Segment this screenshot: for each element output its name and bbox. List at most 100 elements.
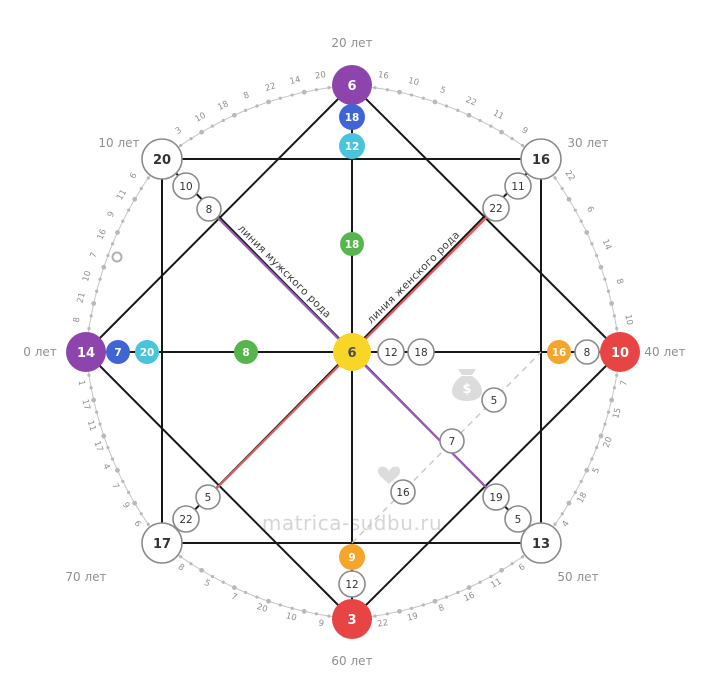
energy-circle: 8	[574, 339, 600, 365]
age-dot	[421, 603, 425, 607]
age-dot	[560, 186, 564, 191]
age-dot	[115, 467, 120, 473]
age-energy-number: 22	[377, 618, 389, 630]
age-energy-number: 11	[491, 108, 505, 122]
age-energy-number: 22	[264, 81, 277, 94]
age-energy-number: 5	[439, 85, 447, 96]
age-energy-number: 22	[562, 169, 576, 184]
energy-value: 12	[384, 347, 397, 359]
age-dot	[255, 104, 259, 108]
male-lineage-label: линия мужского рода	[235, 223, 333, 321]
age-dot	[95, 289, 99, 293]
age-dot	[110, 242, 115, 246]
age-energy-number: 11	[489, 577, 503, 591]
age-arc	[161, 84, 353, 160]
age-dot	[121, 219, 125, 223]
age-dot	[189, 136, 193, 141]
energy-value: 22	[179, 514, 192, 526]
age-dot	[573, 208, 577, 212]
age-dot	[489, 124, 493, 128]
age-ring-marker	[111, 251, 123, 263]
age-dot	[510, 136, 514, 141]
energy-circle: 9	[339, 544, 365, 570]
energy-value: 13	[532, 537, 550, 552]
age-energy-number: 18	[216, 99, 230, 113]
energy-circle: 12	[338, 570, 366, 598]
age-dot	[243, 108, 248, 113]
energy-value: 9	[348, 552, 355, 564]
age-arc	[85, 351, 163, 544]
age-energy-number: 7	[89, 251, 100, 259]
age-dot	[612, 386, 616, 390]
age-energy-number: 10	[285, 611, 298, 623]
energy-value: 16	[532, 153, 550, 168]
age-energy-number: 6	[132, 519, 143, 529]
energy-value: 16	[552, 347, 567, 359]
age-dot	[421, 96, 425, 100]
energy-circle: 18	[340, 232, 364, 256]
energy-value: 22	[489, 203, 502, 215]
age-dot	[110, 457, 115, 461]
age-energy-number: 8	[614, 277, 625, 285]
energy-value: 3	[347, 613, 356, 628]
energy-circle: 7	[106, 340, 130, 364]
energy-value: 8	[584, 347, 591, 359]
age-label: 40 лет	[644, 345, 685, 359]
age-dot	[612, 314, 616, 318]
age-dot	[553, 176, 557, 180]
energy-circle: 11	[504, 172, 532, 200]
age-energy-number: 10	[407, 76, 420, 88]
age-label: 0 лет	[23, 345, 57, 359]
energy-circle: 14	[66, 332, 106, 372]
energy-value: 12	[345, 579, 358, 591]
age-dot	[499, 567, 504, 573]
age-dot	[579, 479, 583, 484]
energy-circle: 8	[196, 196, 222, 222]
age-dot	[98, 422, 102, 426]
chart-icons: $	[378, 369, 482, 484]
age-dot	[266, 99, 271, 105]
age-dot	[139, 512, 143, 516]
energy-value: 18	[345, 112, 360, 124]
age-dot	[397, 608, 402, 614]
energy-value: 12	[345, 141, 360, 153]
energy-value: 16	[396, 487, 410, 499]
age-dot	[301, 89, 307, 95]
age-dot	[466, 585, 472, 590]
age-dot	[573, 490, 577, 494]
age-dot	[520, 555, 525, 559]
age-dot	[373, 86, 377, 90]
age-label: 60 лет	[331, 654, 372, 668]
age-dot	[566, 500, 572, 506]
age-dot	[91, 397, 97, 403]
age-dot	[115, 230, 120, 235]
age-dot	[432, 99, 438, 105]
age-dot	[456, 108, 460, 112]
age-label: 50 лет	[557, 570, 598, 584]
age-dot	[566, 196, 572, 202]
energy-value: 6	[347, 346, 356, 361]
age-dot	[478, 118, 482, 123]
energy-circle: 12	[339, 133, 365, 159]
energy-circle: 7	[439, 428, 465, 454]
age-energy-number: 5	[202, 578, 212, 589]
age-dot	[590, 457, 594, 461]
age-dot	[106, 253, 110, 258]
female-lineage-label: линия женского рода	[365, 229, 463, 327]
age-dot	[603, 422, 607, 426]
age-energy-number: 22	[464, 95, 478, 109]
age-dot	[221, 118, 225, 123]
age-dot	[606, 410, 611, 414]
age-dot	[121, 479, 125, 484]
age-dot	[89, 386, 93, 390]
energy-circle: 10	[600, 332, 640, 372]
age-arc	[351, 84, 542, 160]
age-energy-number: 9	[120, 501, 131, 511]
energy-circle: 16	[390, 479, 416, 505]
age-energy-number: 20	[314, 70, 326, 82]
age-energy-number: 7	[229, 592, 238, 603]
age-dot	[95, 410, 99, 414]
age-dot	[385, 88, 389, 92]
